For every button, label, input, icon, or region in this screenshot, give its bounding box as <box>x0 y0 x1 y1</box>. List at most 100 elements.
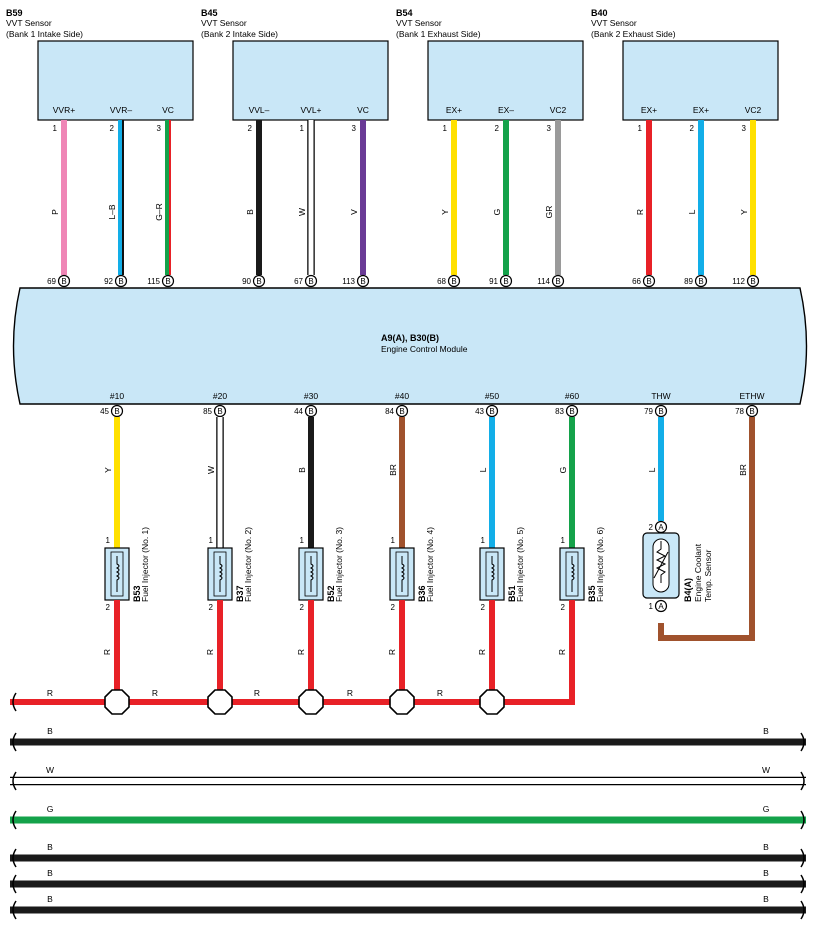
splice-0 <box>104 689 130 715</box>
injector-1-coil-icon <box>218 556 223 592</box>
sensor-2-wire-2-color: GR <box>544 206 554 219</box>
ecm-top-pin-1-1: 67 <box>294 277 303 286</box>
ecm-top-terminal-3-1-letter: B <box>698 277 703 286</box>
injector-5-code: B35 <box>587 585 597 602</box>
sensor-1-sub: (Bank 2 Intake Side) <box>201 29 278 39</box>
harness-line-5-label-left: B <box>47 894 53 904</box>
ecm-bottom-terminal-0-letter: B <box>114 407 119 416</box>
ecm-top-terminal-0-2-letter: B <box>165 277 170 286</box>
ecm-top-terminal-3-0-letter: B <box>646 277 651 286</box>
injector-0-pin1: 1 <box>106 536 111 545</box>
sensor-1-wire-2-color: V <box>349 209 359 215</box>
injector-3-signal-color: BR <box>388 464 398 476</box>
ecm-top-pin-3-2: 112 <box>732 277 745 286</box>
sensor-1-term-1-pin: 1 <box>300 124 305 133</box>
sensor-0-sub: (Bank 1 Intake Side) <box>6 29 83 39</box>
injector-2-ecm-pin: 44 <box>294 407 303 416</box>
ecm-top-pin-2-2: 114 <box>537 277 550 286</box>
coolant-ecm-pin1: 79 <box>644 407 653 416</box>
ecm-top-terminal-3-1 <box>694 274 708 288</box>
injector-4-pin2: 2 <box>481 603 486 612</box>
ecm-top-terminal-2-2 <box>551 274 565 288</box>
sensor-3-wire-0-color: R <box>635 209 645 215</box>
injector-2-signal-color: B <box>297 467 307 473</box>
sensor-3-sub: (Bank 2 Exhaust Side) <box>591 29 676 39</box>
coolant-ecm-terminal2-letter: B <box>749 407 754 416</box>
injector-5-body <box>559 547 585 601</box>
ecm-top-terminal-2-1 <box>499 274 513 288</box>
sensor-3-name: VVT Sensor <box>591 18 637 28</box>
ecm-top-terminal-3-2-letter: B <box>750 277 755 286</box>
injector-1-power-color: R <box>205 649 215 655</box>
sensor-1-wire-0-color: B <box>245 209 255 215</box>
coolant-ecm-pin2: 78 <box>735 407 744 416</box>
injector-5-coil-frame <box>565 551 579 597</box>
ecm-top-terminal-0-0-letter: B <box>61 277 66 286</box>
sensor-2-term-2-name: VC2 <box>550 105 567 115</box>
injector-4-power-color: R <box>477 649 487 655</box>
splice-1 <box>207 689 233 715</box>
sensor-0-name: VVT Sensor <box>6 18 52 28</box>
sensor-1-box <box>232 40 389 121</box>
ecm-top-pin-3-0: 66 <box>632 277 641 286</box>
ecm-top-terminal-2-0 <box>447 274 461 288</box>
harness-line-1-label-right: W <box>762 765 770 775</box>
harness-line-5-break-left <box>12 900 17 920</box>
harness-line-4-label-right: B <box>763 868 769 878</box>
sensor-1-term-2-pin: 3 <box>352 124 357 133</box>
injector-3-name: Fuel Injector (No. 4) <box>425 527 435 602</box>
sensor-2-term-2-pin: 3 <box>547 124 552 133</box>
coolant-ground-color: BR <box>738 464 748 476</box>
injector-3-pin1: 1 <box>391 536 396 545</box>
injector-0-coil-icon <box>115 556 120 592</box>
ecm-bottom-terminal-1 <box>213 404 227 418</box>
injector-5-pin1: 1 <box>561 536 566 545</box>
ecm-top-terminal-3-2 <box>746 274 760 288</box>
ecm-bottom-terminal-3 <box>395 404 409 418</box>
ecm-bottom-terminal-4 <box>485 404 499 418</box>
sensor-2-term-0-name: EX+ <box>446 105 462 115</box>
coolant-sensor-pin1: 1 <box>649 602 654 611</box>
harness-line-1-break-right <box>800 771 805 791</box>
harness-line-0-break-right <box>800 732 805 752</box>
ecm-top-pin-0-0: 69 <box>47 277 56 286</box>
harness-line-4-break-left <box>12 874 17 894</box>
injector-2-pin2: 2 <box>300 603 305 612</box>
injector-5-signal-color: G <box>558 467 568 474</box>
sensor-2-sub: (Bank 1 Exhaust Side) <box>396 29 481 39</box>
coolant-sensor-pin2: 2 <box>649 523 654 532</box>
red-bus-label-2: R <box>254 688 260 698</box>
ecm-top-pin-0-2: 115 <box>147 277 160 286</box>
ecm-top-terminal-2-2-letter: B <box>555 277 560 286</box>
red-bus-label-1: R <box>152 688 158 698</box>
sensor-3-term-2-name: VC2 <box>745 105 762 115</box>
injector-3-code: B36 <box>417 585 427 602</box>
harness-line-2-label-left: G <box>47 804 54 814</box>
red-bus-label-4: R <box>437 688 443 698</box>
coolant-sensor-terminal1 <box>654 599 668 613</box>
injector-0-body <box>104 547 130 601</box>
injector-2-coil-frame <box>304 551 318 597</box>
ecm-bottom-terminal-3-letter: B <box>399 407 404 416</box>
coolant-ecm-terminal1 <box>654 404 668 418</box>
injector-4-body <box>479 547 505 601</box>
sensor-2-term-1-pin: 2 <box>495 124 500 133</box>
ecm-bottom-terminal-5-letter: B <box>569 407 574 416</box>
ecm-top-terminal-2-1-letter: B <box>503 277 508 286</box>
injector-3-ecm-pin: 84 <box>385 407 394 416</box>
sensor-0-wire-1-color: L–B <box>107 204 117 219</box>
ecm-bottom-terminal-4-letter: B <box>489 407 494 416</box>
sensor-3-code: B40 <box>591 8 608 18</box>
harness-line-2-break-left <box>12 810 17 830</box>
thermistor-arrow-icon <box>653 551 669 579</box>
coolant-code: B4(A) <box>683 578 693 602</box>
coolant-ecm-term1: THW <box>651 391 670 401</box>
injector-1-signal-color: W <box>206 466 216 474</box>
sensor-3-wire-2-color: Y <box>739 209 749 215</box>
injector-1-coil-frame <box>213 551 227 597</box>
ecm-top-terminal-0-0 <box>57 274 71 288</box>
sensor-3-term-0-name: EX+ <box>641 105 657 115</box>
ecm-top-terminal-1-0 <box>252 274 266 288</box>
sensor-2-code: B54 <box>396 8 413 18</box>
